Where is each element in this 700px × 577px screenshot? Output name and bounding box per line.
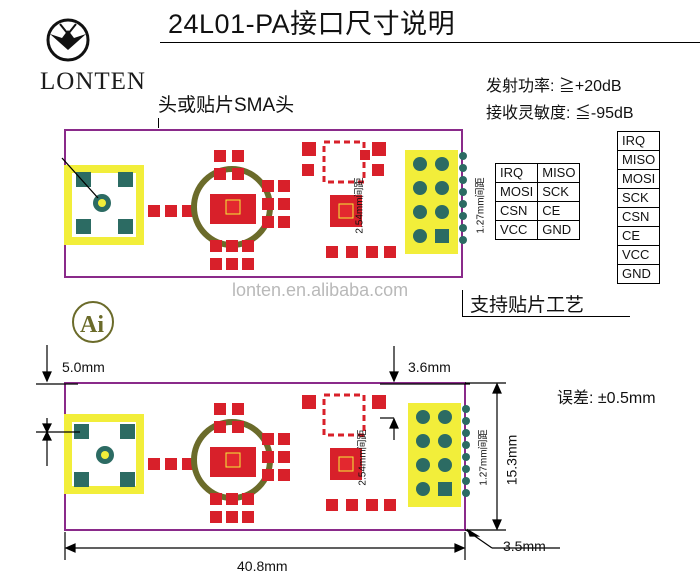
pin-cell: CSN <box>494 201 539 221</box>
lonten-logo-icon <box>46 18 90 62</box>
dimension-lines <box>36 345 560 560</box>
dim-top-left-offset: 5.0mm <box>62 359 105 375</box>
svg-text:Ai: Ai <box>80 312 104 338</box>
rx-sensitivity-spec: 接收灵敏度: ≦-95dB <box>486 105 634 122</box>
ai-badge-icon: Ai <box>72 301 114 343</box>
table-row: VCC <box>616 245 661 265</box>
table-row: GND <box>616 264 661 284</box>
pin-cell: GND <box>537 220 581 240</box>
pin-cell: SCK <box>616 188 661 208</box>
smt-note-rule-v <box>462 290 463 317</box>
pin-cell: IRQ <box>494 163 539 183</box>
brand-name: LONTEN <box>40 68 146 95</box>
antenna-note-rule <box>158 118 159 128</box>
dim-width: 40.8mm <box>237 558 288 574</box>
pin-cell: CE <box>616 226 661 246</box>
title-underline <box>160 42 700 43</box>
pin-cell: VCC <box>494 220 539 240</box>
pin-cell: GND <box>616 264 661 284</box>
pin-table-2col: IRQ MISO MOSI SCK CSN CE VCC GND <box>494 163 581 240</box>
pin-cell: SCK <box>537 182 581 202</box>
table-row: CSN CE <box>494 201 581 221</box>
pitch-127-label-top: 1.27mm间距 <box>475 177 487 234</box>
smt-note: 支持贴片工艺 <box>470 295 585 316</box>
pin-cell: MISO <box>537 163 581 183</box>
table-row: IRQ <box>616 131 661 151</box>
table-row: IRQ MISO <box>494 163 581 183</box>
table-row: CE <box>616 226 661 246</box>
table-row: MISO <box>616 150 661 170</box>
table-row: VCC GND <box>494 220 581 240</box>
dim-right-offset: 3.5mm <box>503 538 546 554</box>
pitch-254-label-top: 2.54mm间距 <box>354 177 366 234</box>
watermark-text: lonten.en.alibaba.com <box>232 280 409 300</box>
dim-height: 15.3mm <box>503 434 520 486</box>
table-row: MOSI SCK <box>494 182 581 202</box>
pin-cell: IRQ <box>616 131 661 151</box>
table-row: SCK <box>616 188 661 208</box>
pin-cell: CE <box>537 201 581 221</box>
dim-top-right-offset: 3.6mm <box>408 359 451 375</box>
pin-cell: MOSI <box>494 182 539 202</box>
smt-note-rule <box>462 316 630 317</box>
dim-tolerance: 误差: ±0.5mm <box>557 390 656 407</box>
antenna-note: 头或贴片SMA头 <box>158 95 295 116</box>
pin-cell: CSN <box>616 207 661 227</box>
table-row: MOSI <box>616 169 661 189</box>
top-board <box>61 129 467 278</box>
table-row: CSN <box>616 207 661 227</box>
pin-cell: MOSI <box>616 169 661 189</box>
page-title: 24L01-PA接口尺寸说明 <box>168 9 456 39</box>
pitch-254-label-bottom: 2.54mm间距 <box>357 429 369 486</box>
bottom-board <box>64 382 470 531</box>
pitch-127-label-bottom: 1.27mm间距 <box>478 429 490 486</box>
pin-cell: VCC <box>616 245 661 265</box>
pin-table-1col: IRQ MISO MOSI SCK CSN CE VCC GND <box>616 131 661 284</box>
pin-cell: MISO <box>616 150 661 170</box>
tx-power-spec: 发射功率: ≧+20dB <box>486 78 622 95</box>
